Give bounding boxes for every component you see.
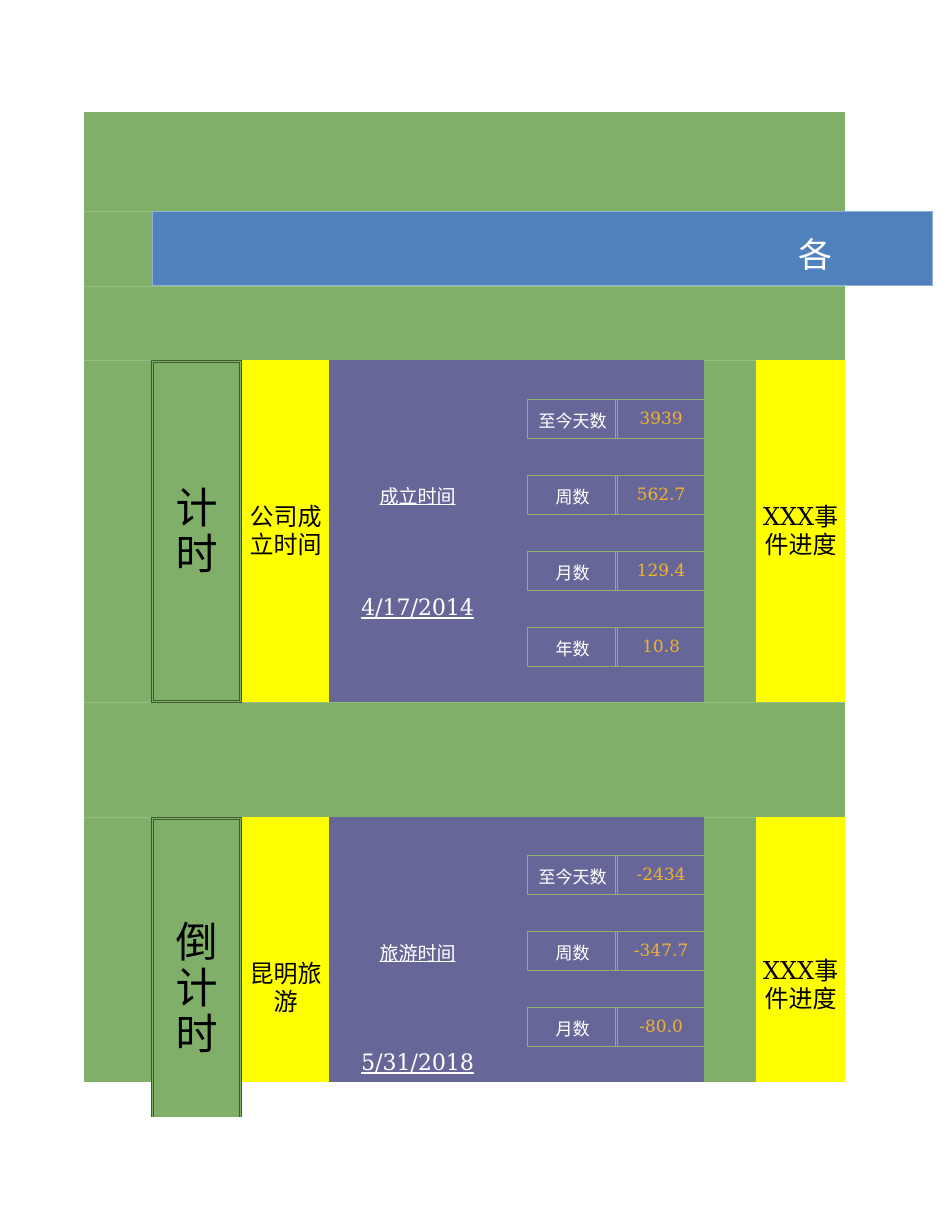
date-value[interactable]: 4/17/2014: [361, 596, 474, 621]
stat-value[interactable]: 129.4: [615, 551, 706, 591]
event-name: 公司成立时间: [242, 360, 329, 702]
progress-label: XXX事件进度: [756, 817, 845, 1082]
date-value[interactable]: 5/31/2018: [361, 1051, 474, 1076]
stat-value[interactable]: 562.7: [615, 475, 706, 515]
stat-label: 至今天数: [527, 399, 618, 439]
event-name: 昆明旅游: [242, 817, 329, 1082]
stat-label: 月数: [527, 1007, 618, 1047]
progress-label: XXX事件进度: [756, 360, 845, 702]
section-label-countdown: 倒计时: [151, 817, 242, 1117]
stat-value[interactable]: 10.8: [615, 627, 706, 667]
stat-label: 至今天数: [527, 855, 618, 895]
stat-value[interactable]: -80.0: [615, 1007, 706, 1047]
stat-label: 周数: [527, 931, 618, 971]
stat-label: 月数: [527, 551, 618, 591]
countdown-panel: 旅游时间 5/31/2018 至今天数 -2434 周数 -347.7 月数 -…: [329, 817, 706, 1082]
stat-label: 周数: [527, 475, 618, 515]
stat-label: 年数: [527, 627, 618, 667]
date-label-link[interactable]: 成立时间: [379, 486, 456, 508]
timer-panel: 成立时间 4/17/2014 至今天数 3939 周数 562.7 月数 129…: [329, 360, 706, 702]
section-label-timer: 计时: [151, 360, 242, 703]
date-label-link[interactable]: 旅游时间: [379, 943, 456, 965]
row-divider: [84, 702, 845, 703]
title-banner: 各: [152, 211, 933, 286]
row-divider: [84, 286, 845, 287]
stat-value[interactable]: -2434: [615, 855, 706, 895]
stat-value[interactable]: -347.7: [615, 931, 706, 971]
stat-value[interactable]: 3939: [615, 399, 706, 439]
page-title: 各: [798, 236, 832, 276]
